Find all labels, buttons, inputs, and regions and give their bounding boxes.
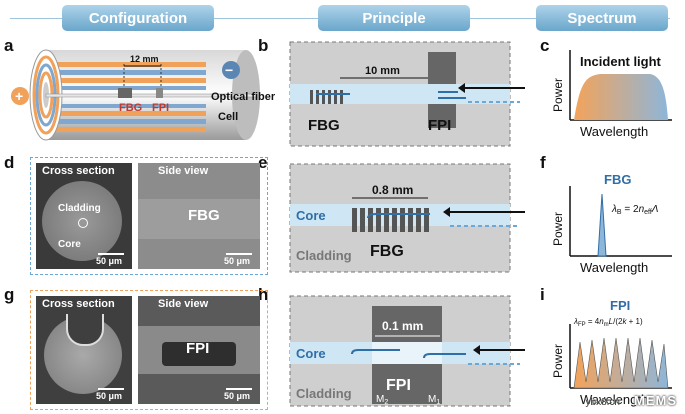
fpi-fringes — [573, 337, 669, 389]
side-view-label: Side view — [158, 298, 209, 310]
fpi-cavity — [372, 342, 442, 364]
header-configuration: Configuration — [62, 5, 214, 31]
cladding-text: Cladding — [296, 248, 352, 263]
fbg-grating — [310, 90, 343, 104]
fpi-marker — [156, 88, 163, 98]
scale-label: 50 μm — [224, 391, 251, 401]
scale-label: 50 μm — [96, 256, 123, 266]
side-view-label: Side view — [158, 165, 209, 177]
bragg-equation: λB = 2neffΛ — [611, 204, 659, 216]
fpi-lower — [428, 104, 456, 128]
cladding-text: Cladding — [296, 386, 352, 401]
dim-10mm: 10 mm — [365, 65, 400, 77]
fpi-xlabel: Wavelength — [580, 392, 648, 407]
panel-label-f: f — [540, 153, 546, 172]
fpi-lower — [372, 364, 442, 404]
scale-label: 50 μm — [224, 256, 251, 266]
panel-e-fbg-principle: 0.8 mm Core Cladding FBG — [289, 163, 525, 273]
fbg-text: FBG — [370, 243, 404, 260]
fpi-title: FPI — [610, 298, 630, 313]
optical-fiber-line — [45, 93, 257, 98]
fpi-ylabel: Power — [551, 344, 565, 378]
panel-label-h: h — [258, 285, 269, 304]
svg-text:+: + — [15, 88, 23, 104]
plus-terminal — [11, 87, 29, 105]
watermark-site: ybx8.cn — [585, 397, 620, 408]
dim-12mm: 12 mm — [130, 54, 159, 64]
sem-cross-section-fpi: Cross section 50 μm — [36, 296, 132, 404]
fpi-overlay-label: FPI — [186, 340, 210, 357]
svg-text:−: − — [225, 62, 233, 78]
m1-label: M1 — [428, 394, 440, 406]
panel-label-i: i — [540, 285, 545, 304]
incident-title: Incident light — [580, 54, 662, 69]
dim-0-8mm: 0.8 mm — [372, 183, 413, 197]
panel-label-e: e — [258, 153, 268, 172]
core-label: Core — [58, 239, 81, 250]
cross-section-label: Cross section — [42, 165, 115, 177]
dim-0-1mm: 0.1 mm — [382, 319, 423, 333]
panel-a-battery: 12 mm FBG FPI Optical fiber Cell + − — [11, 49, 276, 141]
m2-label: M2 — [376, 394, 388, 406]
fpi-label: FPI — [152, 102, 169, 114]
panel-i-fpi-spectrum: FPI λFP = 4nmL/(2k + 1) Wavelength Power — [551, 298, 672, 407]
core-text: Core — [296, 208, 326, 223]
fbg-grating — [352, 208, 429, 232]
fpi-upper — [428, 52, 456, 84]
panel-c-incident-spectrum: Incident light Wavelength Power — [551, 50, 672, 139]
incident-xlabel: Wavelength — [580, 124, 648, 139]
fbg-text: FBG — [308, 117, 340, 134]
core-text: Core — [296, 346, 326, 361]
fpi-equation: λFP = 4nmL/(2k + 1) — [573, 317, 643, 328]
fbg-peak — [597, 193, 607, 257]
header-spectrum: Spectrum — [536, 5, 668, 31]
panel-h-fpi-principle: 0.1 mm Core Cladding FPI M2 M1 — [289, 295, 525, 407]
scale-label: 50 μm — [96, 391, 123, 401]
panel-label-b: b — [258, 36, 269, 55]
panel-label-g: g — [4, 285, 15, 304]
sem-side-view-fpi: Side view FPI 50 μm — [138, 296, 260, 404]
panel-label-a: a — [4, 36, 14, 55]
cell-label: Cell — [218, 111, 238, 123]
panel-f-fbg-spectrum: FBG λB = 2neffΛ Wavelength Power — [551, 172, 672, 275]
panel-label-c: c — [540, 36, 550, 55]
fbg-marker — [118, 88, 132, 98]
fbg-label: FBG — [119, 102, 142, 114]
fbg-title: FBG — [604, 172, 631, 187]
optical-fiber-label: Optical fiber — [211, 91, 276, 103]
cross-section-label: Cross section — [42, 298, 115, 310]
fpi-text: FPI — [428, 117, 451, 134]
incident-ylabel: Power — [551, 78, 565, 112]
panel-b-principle: 10 mm FBG FPI — [289, 41, 525, 147]
incident-spectrum-curve — [574, 74, 668, 120]
fbg-overlay-label: FBG — [188, 207, 220, 224]
panel-label-d: d — [4, 153, 15, 172]
panel-d-frame — [30, 157, 268, 275]
fpi-text: FPI — [386, 377, 411, 394]
fbg-ylabel: Power — [551, 212, 565, 246]
sem-cross-section-fbg: Cross section Cladding Core 50 μm — [36, 163, 132, 269]
watermark-brand: MEMS — [634, 393, 677, 408]
cladding-label: Cladding — [58, 203, 101, 214]
header-principle: Principle — [318, 5, 470, 31]
panel-g-frame — [30, 290, 268, 410]
fbg-xlabel: Wavelength — [580, 260, 648, 275]
sem-side-view-fbg: Side view FBG 50 μm — [138, 163, 260, 269]
minus-terminal — [222, 61, 240, 79]
